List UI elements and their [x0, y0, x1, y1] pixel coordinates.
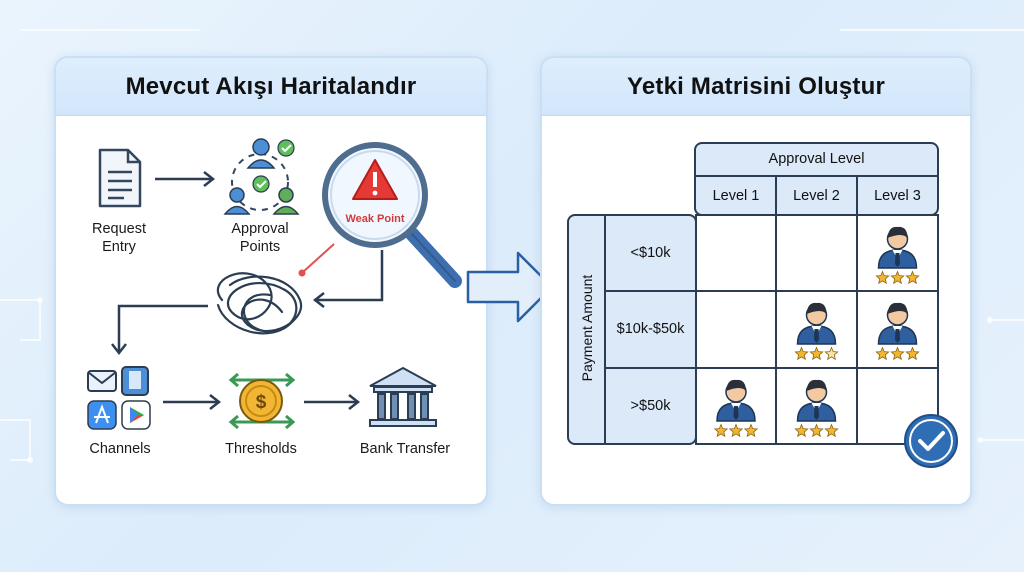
big-transition-arrow	[466, 251, 554, 323]
column-level-3: Level 3	[874, 188, 921, 204]
mobile-icon	[121, 366, 149, 396]
approver-figure	[794, 379, 839, 438]
column-level-2: Level 2	[793, 188, 840, 204]
tangle-icon	[216, 272, 303, 335]
warning-icon	[352, 159, 398, 200]
app-store-icon	[87, 400, 117, 430]
bank-icon	[369, 366, 437, 427]
arrow-into-tangle	[312, 250, 384, 308]
check-badge-icon	[904, 414, 958, 468]
row-under-10k: <$10k	[630, 245, 671, 261]
bank-transfer-label: Bank Transfer	[359, 441, 451, 457]
column-level-1: Level 1	[712, 188, 760, 204]
arrow-tangle-to-channels	[111, 304, 208, 356]
email-icon	[87, 370, 117, 392]
approver-figure	[875, 302, 920, 361]
payment-amount-label: Payment Amount	[579, 274, 595, 382]
approval-points-label: Approval Points	[231, 221, 289, 255]
approval-level-label: Approval Level	[768, 151, 865, 167]
approver-figure	[875, 226, 920, 285]
row-10k-50k: $10k-$50k	[616, 321, 685, 337]
approver-figure	[713, 379, 759, 438]
current-flow-title: Mevcut Akışı Haritalandır	[125, 72, 417, 100]
current-flow-panel: Mevcut Akışı Haritalandır	[54, 56, 488, 506]
arrow-request-to-approval	[155, 171, 216, 187]
channel-icons	[87, 366, 151, 430]
arrow-channels-to-thresholds	[163, 394, 222, 410]
weak-point-pointer	[298, 243, 335, 277]
approval-people-icon	[223, 138, 300, 215]
matrix-cells	[713, 226, 920, 438]
weak-point-label: Weak Point	[345, 213, 405, 225]
channels-label: Channels	[89, 441, 151, 457]
authority-matrix-header: Yetki Matrisini Oluştur	[542, 58, 970, 116]
play-store-icon	[121, 400, 151, 430]
current-flow-header: Mevcut Akışı Haritalandır	[56, 58, 486, 116]
thresholds-label: Thresholds	[225, 441, 297, 457]
svg-text:$: $	[256, 392, 267, 413]
coin-icon: $	[228, 372, 296, 430]
authority-matrix-title: Yetki Matrisini Oluştur	[627, 72, 885, 100]
request-entry-label: Request Entry	[91, 221, 146, 255]
arrow-thresholds-to-bank	[304, 394, 361, 410]
row-over-50k: >$50k	[630, 398, 671, 414]
document-icon	[98, 148, 142, 208]
approver-figure	[794, 302, 839, 361]
